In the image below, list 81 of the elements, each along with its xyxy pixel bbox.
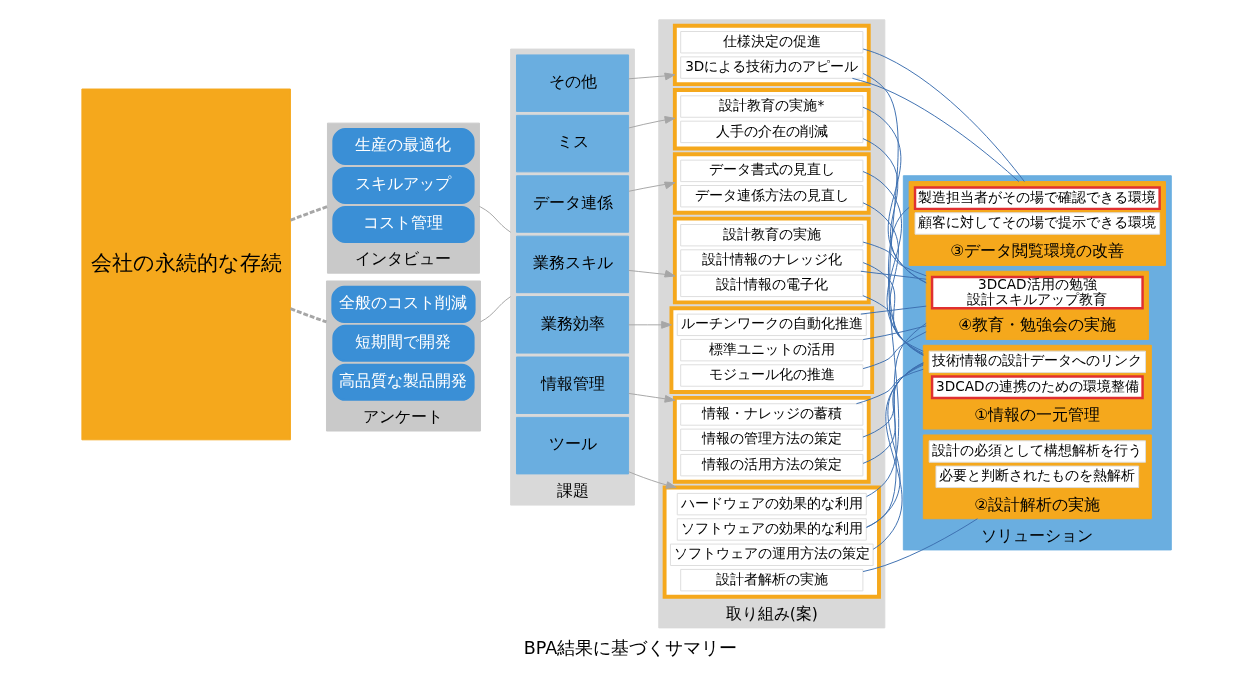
- node-box: 情報・ナレッジの蓄積: [679, 403, 863, 426]
- connector: [865, 362, 924, 528]
- node-box: 設計者解析の実施: [679, 568, 863, 592]
- node-box: 設計情報の電子化: [679, 274, 863, 298]
- connector: [289, 307, 327, 324]
- node-box: 3DCADの連携のための環境整備: [930, 375, 1144, 400]
- connector: [865, 322, 927, 528]
- connector: [478, 205, 511, 233]
- connector: [851, 77, 1019, 183]
- connector: [862, 48, 1025, 183]
- node-box: 設計教育の実施*: [679, 95, 863, 118]
- connector: [861, 295, 924, 352]
- node-box: 技術情報の設計データへのリンク: [928, 350, 1146, 374]
- connector: [862, 138, 927, 284]
- connector: [865, 206, 910, 498]
- node-box: コスト管理: [331, 205, 475, 243]
- connector: [861, 106, 927, 284]
- connector: [862, 331, 927, 370]
- connector: [855, 368, 924, 405]
- arrow: [627, 471, 677, 489]
- node-box: 短期間で開発: [331, 324, 475, 362]
- node-box: 3Dによる技術力のアピール: [679, 56, 863, 79]
- cluster: [672, 88, 871, 151]
- connector: [862, 363, 924, 464]
- connector: [862, 202, 924, 356]
- node-box: 標準ユニットの活用: [679, 338, 863, 362]
- node-box: データ連係: [515, 175, 629, 233]
- arrow: [627, 181, 675, 192]
- node-box: 情報の管理方法の策定: [679, 428, 863, 451]
- node-box: 業務効率: [515, 296, 629, 354]
- arrow: [627, 269, 675, 278]
- node-box: 会社の永続的な存続: [80, 88, 291, 441]
- node-box: 顧客に対してその場で提示できる環境: [914, 212, 1160, 235]
- cluster: [672, 152, 871, 215]
- node-box: 生産の最適化: [331, 128, 475, 166]
- node-box: 高品質な製品開発: [331, 363, 475, 401]
- arrow: [627, 116, 675, 129]
- node-box: ソフトウェアの効果的な利用: [676, 518, 867, 541]
- connector: [479, 296, 511, 323]
- node-box: 情報の活用方法の策定: [679, 453, 863, 477]
- cluster: [668, 306, 874, 394]
- connector: [861, 364, 924, 438]
- node-box: ミス: [515, 114, 629, 173]
- arrow: [627, 320, 672, 329]
- cluster: [662, 485, 881, 599]
- node-box: スキルアップ: [331, 166, 475, 204]
- node-box: 設計教育の実施: [679, 224, 863, 247]
- node-box: ルーチンワークの自動化推進: [676, 313, 867, 337]
- node-box: データ書式の見直し: [679, 159, 863, 183]
- connector: [862, 325, 927, 341]
- connector: [862, 262, 924, 354]
- node-box: 設計の必須として構想解析を行う: [928, 440, 1146, 463]
- node-box: 必要と判断されたものを熱解析: [935, 465, 1139, 489]
- node-box: ソフトウェアの運用方法の策定: [669, 543, 874, 566]
- cluster: [672, 395, 871, 484]
- connector: [862, 241, 927, 277]
- node-box: 仕様決定の促進: [679, 31, 863, 54]
- connector: [862, 72, 924, 356]
- caption: BPA結果に基づくサマリー: [523, 637, 737, 658]
- connector: [862, 518, 978, 573]
- cluster: [672, 23, 871, 87]
- node-box: データ連係方法の見直し: [679, 185, 863, 208]
- node-box: 3DCAD活用の勉強 設計スキルアップ教育: [930, 275, 1144, 310]
- connector: [859, 305, 927, 315]
- node-box: 設計情報のナレッジ化: [679, 249, 863, 272]
- node-box: 全般のコスト削減: [330, 285, 476, 323]
- node-box: ツール: [515, 416, 629, 475]
- node-box: 人手の介在の削減: [679, 120, 863, 144]
- connector: [289, 205, 328, 222]
- node-box: 製造担当者がその場で確認できる環境: [913, 186, 1161, 211]
- arrow: [627, 392, 675, 403]
- connector: [862, 171, 924, 356]
- node-box: 情報管理: [515, 356, 629, 414]
- node-box: モジュール化の推進: [679, 364, 863, 387]
- cluster: [672, 216, 871, 305]
- connector: [872, 362, 924, 550]
- node-box: 業務スキル: [515, 235, 629, 294]
- arrow: [627, 72, 675, 81]
- node-box: その他: [515, 54, 629, 112]
- connector: [859, 270, 927, 280]
- node-box: ハードウェアの効果的な利用: [676, 492, 867, 516]
